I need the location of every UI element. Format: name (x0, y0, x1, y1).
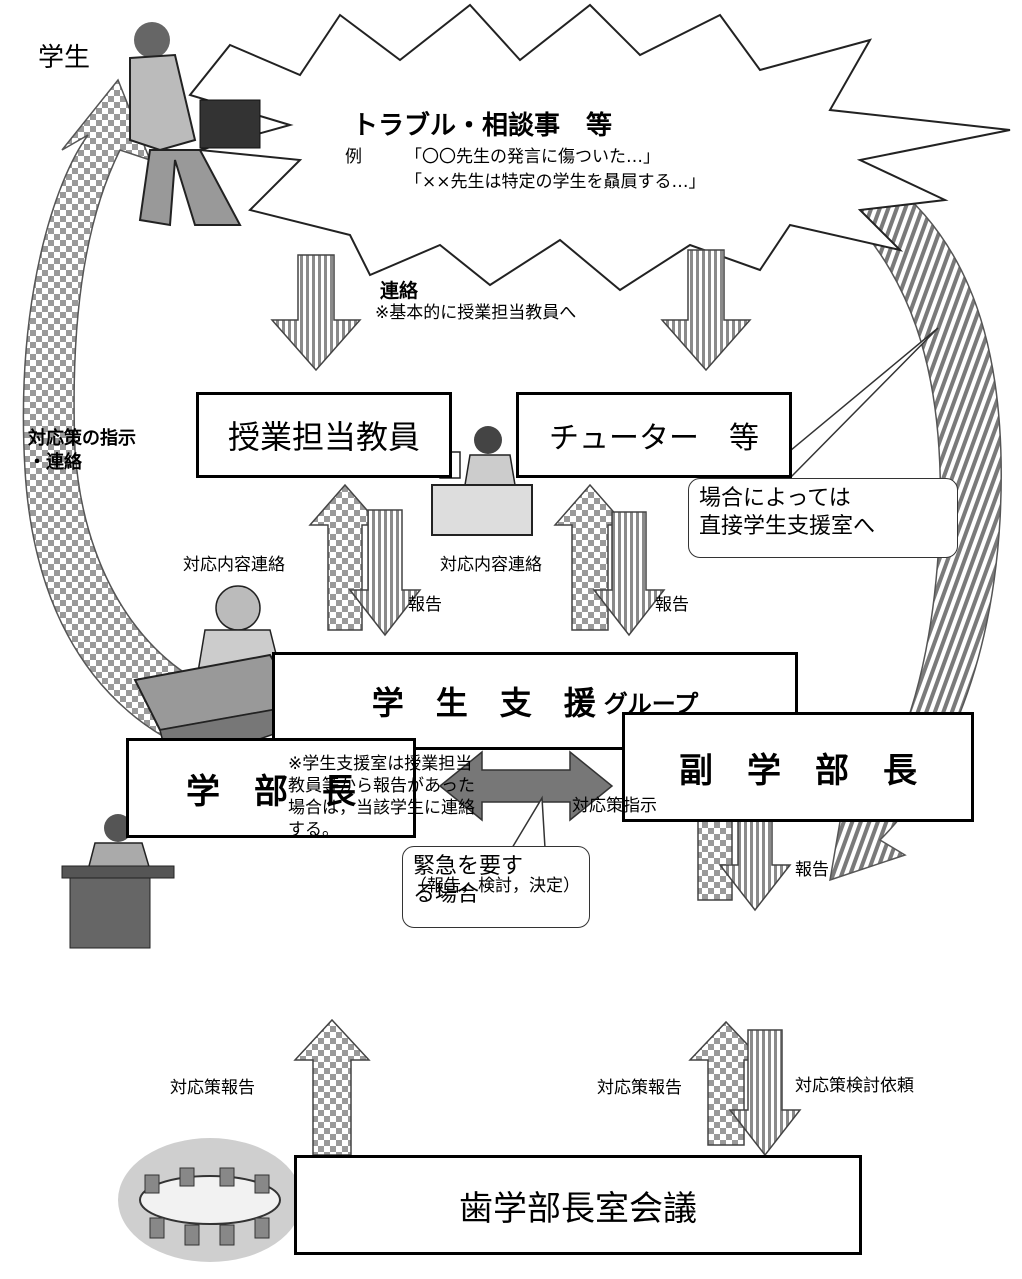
support-note-3: 場合は，当該学生に連絡 (288, 798, 475, 818)
arrow-up-dean (293, 1018, 371, 1156)
label-contact-content-left: 対応内容連絡 (183, 555, 285, 575)
arrow-down-support-right (592, 511, 666, 637)
vice-dean-label: 副 学 部 長 (679, 750, 917, 791)
vice-dean-box: 副 学 部 長 (622, 712, 974, 822)
direct-callout-line-1: 場合によっては (699, 486, 851, 511)
support-note-1: ※学生支援室は授業担当 (288, 754, 473, 774)
burst-example-2: 「××先生は特定の学生を贔屓する…」 (405, 172, 706, 192)
meeting-figure (118, 1138, 302, 1262)
student-figure (129, 22, 261, 227)
teacher-label: 授業担当教員 (227, 418, 420, 456)
arrow-down-teacher (270, 254, 362, 372)
label-report-vice: 報告 (795, 860, 829, 880)
arrow-down-council (728, 1029, 802, 1157)
label-report-to-dean: 対応策報告 (170, 1078, 255, 1098)
dean-box: 学 部 長 (126, 738, 416, 838)
label-report-left: 報告 (408, 595, 442, 615)
support-label: 学 生 支 援 (371, 684, 596, 722)
dean-label: 学 部 長 (186, 771, 356, 812)
right-curved-arrow (829, 148, 1002, 882)
burst-example-label: 例 (345, 147, 362, 167)
urgent-callout-line-1: 緊急を要す (413, 854, 524, 879)
left-curved-arrow (22, 78, 256, 771)
label-deliberation: （報告，検討，決定） (410, 876, 580, 896)
double-arrow-dean-vice (438, 750, 614, 822)
tutor-figure (431, 426, 533, 536)
contact-note: ※基本的に授業担当教員へ (375, 303, 577, 323)
label-report-to-vice: 対応策報告 (597, 1078, 682, 1098)
burst-example-1: 「〇〇先生の発言に傷ついた…」 (405, 147, 660, 167)
support-note-2: 教員等から報告があった (288, 776, 475, 796)
label-request-vice: 対応策検討依頼 (795, 1076, 914, 1096)
left-arrow-label-1: 対応策の指示 (28, 428, 136, 449)
left-arrow-label-2: ・連絡 (28, 452, 82, 473)
label-contact-content-right: 対応内容連絡 (440, 555, 542, 575)
label-instruction: 対応策指示 (572, 796, 657, 816)
support-note-4: する。 (288, 820, 339, 840)
callout-pointer-direct (754, 327, 939, 481)
label-report-right: 報告 (655, 595, 689, 615)
trouble-burst (188, 3, 1011, 292)
arrow-down-tutor (660, 249, 752, 372)
direct-callout: 場合によっては 直接学生支援室へ (688, 478, 958, 558)
student-label: 学生 (38, 43, 91, 73)
council-box: 歯学部長室会議 (294, 1155, 862, 1255)
burst-title: トラブル・相談事 等 (352, 111, 613, 141)
contact-title: 連絡 (380, 280, 419, 302)
tutor-box: チューター 等 (516, 392, 792, 478)
arrow-down-support-left (348, 509, 422, 637)
callout-pointer-urgent (511, 795, 546, 849)
urgent-callout: 緊急を要す る場合 (402, 846, 590, 928)
council-label: 歯学部長室会議 (459, 1188, 697, 1229)
urgent-callout-line-2: る場合 (413, 881, 480, 907)
teacher-box: 授業担当教員 (196, 392, 452, 478)
arrow-up-teacher (308, 483, 382, 631)
dean-figure (61, 814, 175, 949)
tutor-label: チューター 等 (549, 421, 759, 456)
direct-callout-line-2: 直接学生支援室へ (699, 513, 876, 539)
